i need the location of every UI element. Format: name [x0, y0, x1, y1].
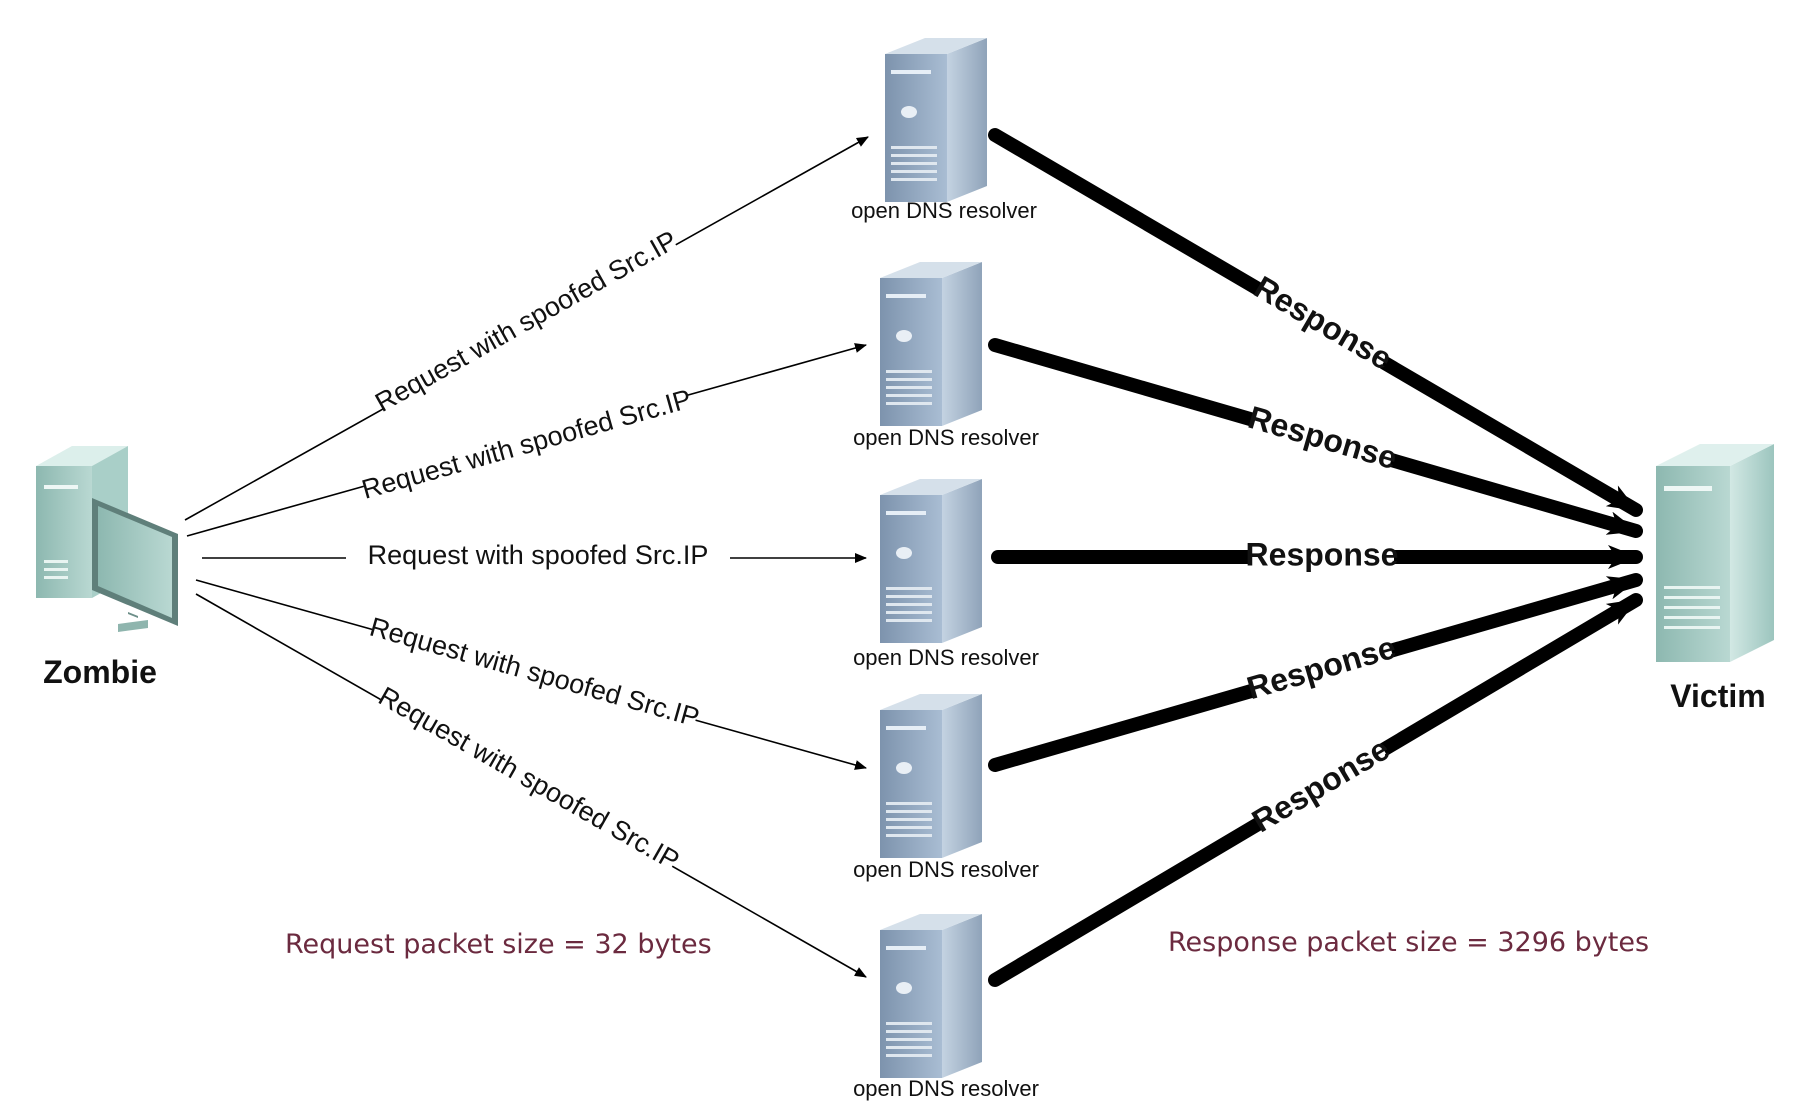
request-size-note: Request packet size = 32 bytes	[285, 929, 712, 960]
resolver-node: open DNS resolver	[853, 262, 1039, 450]
resolver-label: open DNS resolver	[851, 198, 1037, 223]
response-size-note: Response packet size = 3296 bytes	[1168, 927, 1649, 958]
victim-label: Victim	[1670, 678, 1765, 714]
server-tower-icon	[880, 479, 982, 643]
response-labels: Response Response Response Response Resp…	[1243, 269, 1401, 840]
zombie-label: Zombie	[43, 654, 157, 690]
resolver-label: open DNS resolver	[853, 425, 1039, 450]
response-label: Response	[1244, 399, 1401, 476]
victim-node: Victim	[1656, 444, 1774, 714]
server-tower-icon	[1656, 444, 1774, 662]
response-label: Response	[1246, 730, 1396, 839]
response-label: Response	[1248, 269, 1398, 377]
server-tower-icon	[880, 914, 982, 1078]
request-labels: Request with spoofed Src.IP Request with…	[346, 223, 730, 876]
server-tower-icon	[880, 262, 982, 426]
resolver-label: open DNS resolver	[853, 1076, 1039, 1101]
desktop-computer-icon	[36, 446, 178, 632]
resolver-node: open DNS resolver	[853, 694, 1039, 882]
resolver-label: open DNS resolver	[853, 857, 1039, 882]
resolver-label: open DNS resolver	[853, 645, 1039, 670]
server-tower-icon	[885, 38, 987, 202]
resolver-node: open DNS resolver	[853, 914, 1039, 1101]
resolver-node: open DNS resolver	[851, 38, 1037, 223]
response-label: Response	[1246, 536, 1399, 572]
request-label: Request with spoofed Src.IP	[368, 540, 709, 570]
resolver-node: open DNS resolver	[853, 479, 1039, 670]
server-tower-icon	[880, 694, 982, 858]
zombie-node: Zombie	[36, 446, 178, 690]
response-label: Response	[1243, 629, 1400, 706]
request-label: Request with spoofed Src.IP	[370, 225, 682, 418]
